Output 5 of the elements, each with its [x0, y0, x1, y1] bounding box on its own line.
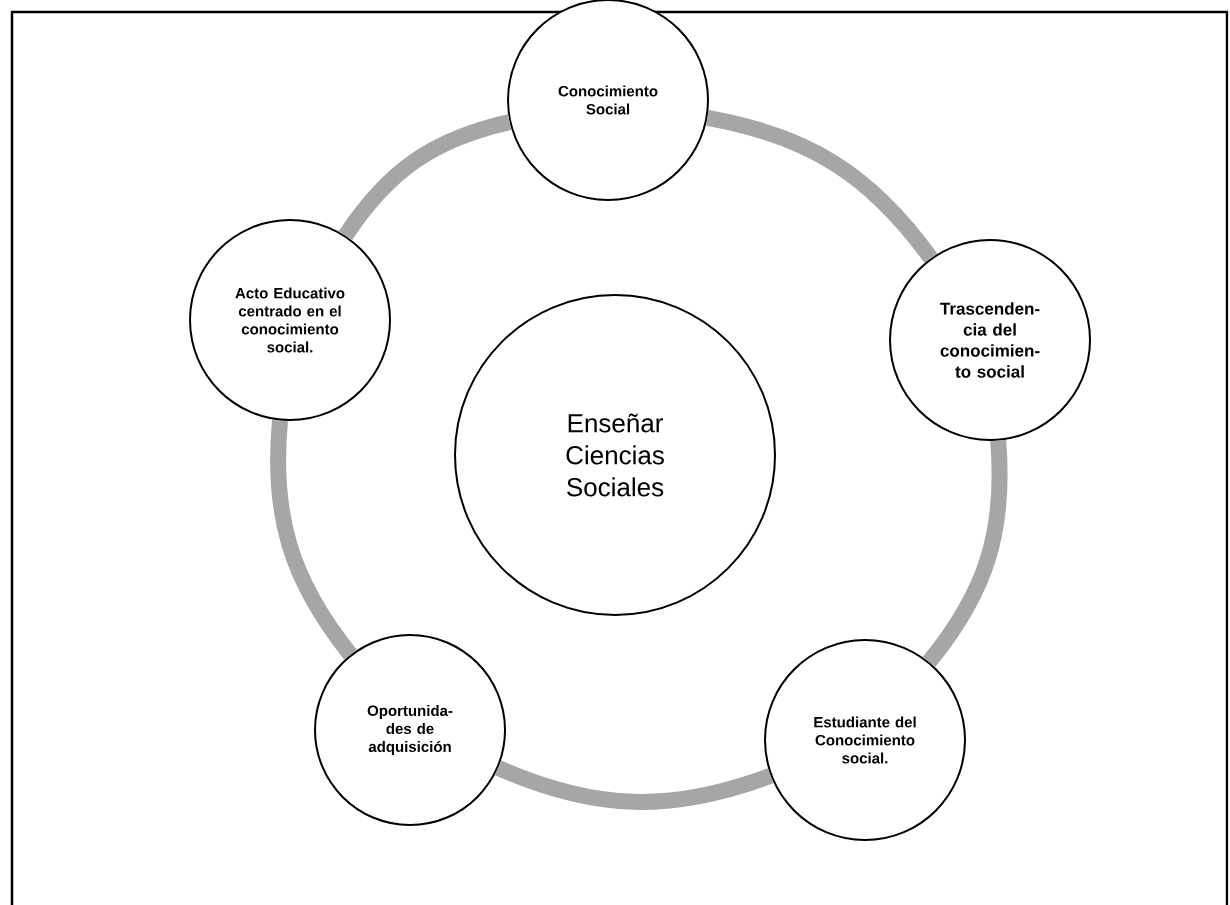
ring-segment — [270, 419, 357, 660]
ring-segment — [338, 114, 512, 241]
ring-segment — [495, 760, 774, 810]
ring-segment — [705, 109, 938, 263]
ring-segment — [922, 440, 1008, 667]
